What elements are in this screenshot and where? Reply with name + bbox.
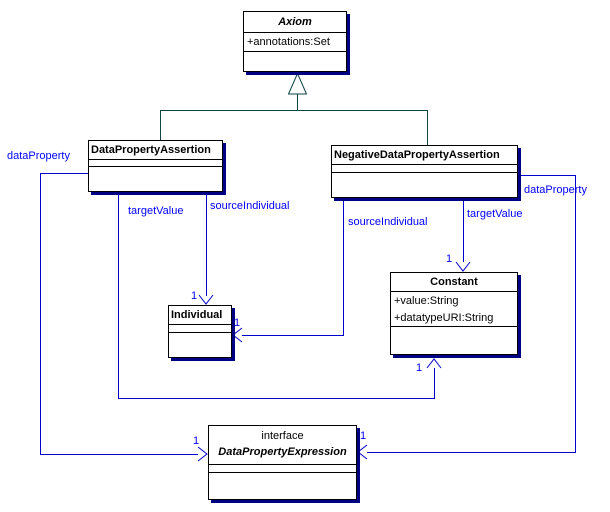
class-title: NegativeDataPropertyAssertion bbox=[332, 146, 517, 165]
class-box-constant: Constant +value:String +datatypeURI:Stri… bbox=[390, 272, 518, 355]
association-label-targetvalue-right: targetValue bbox=[467, 208, 523, 220]
association-label-sourceindividual-left: sourceIndividual bbox=[210, 200, 290, 212]
association-label-targetvalue-left: targetValue bbox=[128, 205, 184, 217]
generalization-segment bbox=[427, 110, 428, 145]
generalization-triangle-icon bbox=[288, 73, 307, 95]
association-label-dataproperty-right: dataProperty bbox=[524, 184, 587, 196]
class-title: Axiom bbox=[244, 12, 346, 33]
multiplicity-label: 1 bbox=[416, 362, 423, 374]
attributes-compartment bbox=[209, 465, 356, 473]
class-name: Individual bbox=[171, 309, 223, 321]
open-arrowhead-icon bbox=[232, 327, 243, 343]
association-label-sourceindividual-right: sourceIndividual bbox=[348, 216, 428, 228]
association-segment bbox=[367, 452, 576, 453]
class-title: interface DataPropertyExpression bbox=[209, 426, 356, 465]
class-box-individual: Individual bbox=[168, 305, 232, 358]
class-title: Constant bbox=[391, 273, 517, 292]
generalization-segment bbox=[297, 94, 298, 111]
open-arrowhead-icon bbox=[357, 444, 368, 460]
class-name: DataPropertyExpression bbox=[218, 446, 347, 458]
multiplicity-label: 1 bbox=[446, 253, 453, 265]
class-title: DataPropertyAssertion bbox=[89, 141, 222, 160]
operations-compartment bbox=[209, 473, 356, 499]
association-segment bbox=[118, 398, 435, 399]
association-segment bbox=[242, 335, 344, 336]
class-box-datapropertyexpression: interface DataPropertyExpression bbox=[208, 425, 357, 500]
attributes-compartment bbox=[89, 160, 222, 167]
multiplicity-label: 1 bbox=[193, 435, 200, 447]
generalization-segment bbox=[160, 110, 428, 111]
operations-compartment bbox=[391, 327, 517, 354]
association-segment bbox=[118, 192, 119, 399]
association-segment bbox=[206, 192, 207, 296]
association-segment bbox=[40, 454, 198, 455]
association-segment bbox=[343, 198, 344, 336]
class-name: Constant bbox=[430, 276, 478, 288]
class-name: NegativeDataPropertyAssertion bbox=[334, 149, 500, 161]
operations-compartment bbox=[332, 173, 517, 197]
stereotype-label: interface bbox=[261, 430, 304, 442]
class-attribute: +datatypeURI:String bbox=[394, 312, 494, 324]
association-segment bbox=[434, 368, 435, 399]
class-box-datapropertyassertion: DataPropertyAssertion bbox=[88, 140, 223, 192]
generalization-segment bbox=[160, 110, 161, 140]
class-name: DataPropertyAssertion bbox=[91, 144, 211, 156]
class-name: Axiom bbox=[278, 16, 312, 28]
open-arrowhead-icon bbox=[455, 261, 471, 272]
attributes-compartment bbox=[332, 165, 517, 173]
open-arrowhead-icon bbox=[426, 358, 442, 369]
association-segment bbox=[518, 175, 576, 176]
multiplicity-label: 1 bbox=[191, 290, 198, 302]
operations-compartment bbox=[244, 52, 346, 71]
association-segment bbox=[40, 173, 88, 174]
class-box-negativedatapropertyassertion: NegativeDataPropertyAssertion bbox=[331, 145, 518, 198]
class-attribute: +annotations:Set bbox=[247, 36, 330, 48]
operations-compartment bbox=[169, 333, 231, 357]
class-attribute: +value:String bbox=[394, 295, 459, 307]
class-box-axiom: Axiom +annotations:Set bbox=[243, 11, 347, 72]
association-segment bbox=[575, 175, 576, 453]
association-segment bbox=[463, 198, 464, 262]
attributes-compartment: +annotations:Set bbox=[244, 33, 346, 52]
multiplicity-label: 1 bbox=[234, 317, 241, 329]
open-arrowhead-icon bbox=[198, 294, 214, 305]
association-segment bbox=[40, 173, 41, 455]
attributes-compartment: +value:String +datatypeURI:String bbox=[391, 292, 517, 327]
open-arrowhead-icon bbox=[197, 446, 208, 462]
operations-compartment bbox=[89, 167, 222, 191]
class-title: Individual bbox=[169, 306, 231, 325]
multiplicity-label: 1 bbox=[360, 430, 367, 442]
attributes-compartment bbox=[169, 325, 231, 333]
association-label-dataproperty-left: dataProperty bbox=[7, 150, 70, 162]
